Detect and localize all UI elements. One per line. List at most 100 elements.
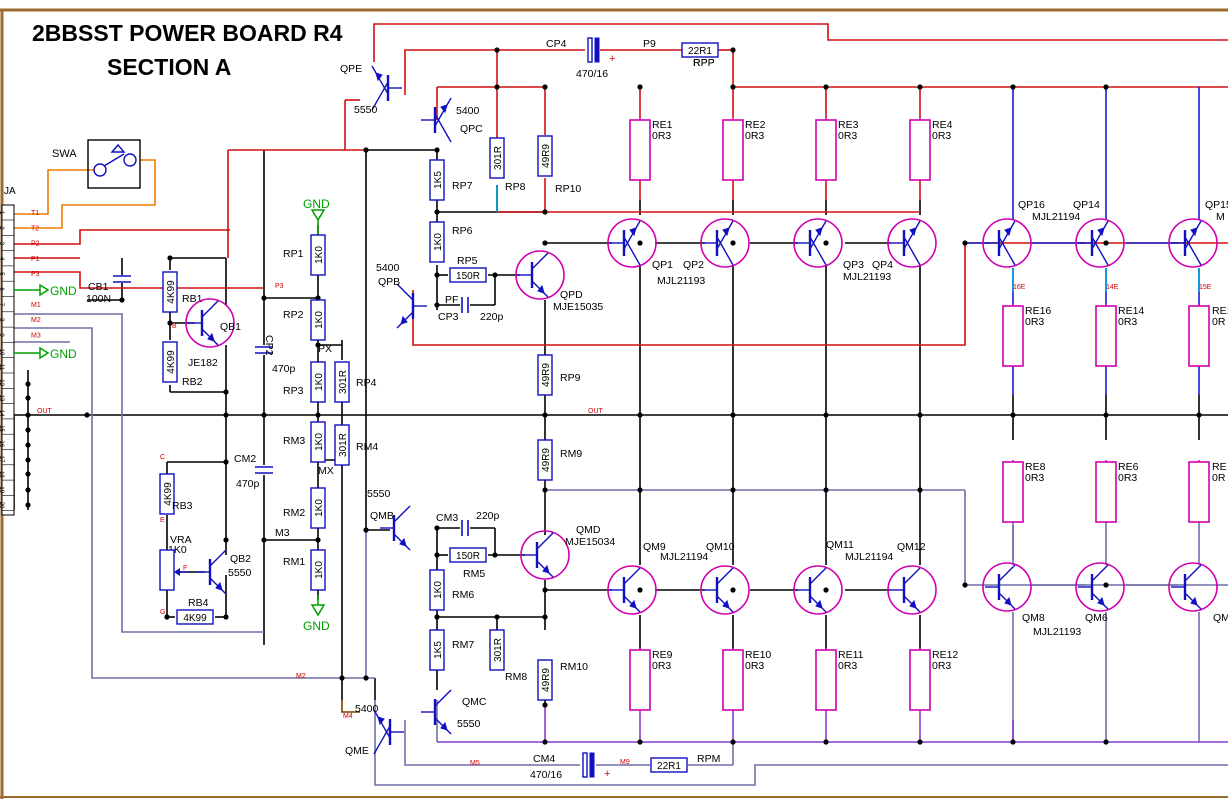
junction-dot bbox=[25, 502, 31, 508]
junction-dot bbox=[223, 614, 229, 620]
junction-dot bbox=[823, 412, 829, 418]
junction-dot bbox=[494, 84, 500, 90]
transistor-qp3 bbox=[793, 218, 843, 268]
label-m9: M9 bbox=[620, 759, 630, 766]
resistor-rm7: 1K5 bbox=[429, 629, 445, 671]
junction-dot bbox=[492, 552, 498, 558]
resistor-rm1: 1K0 bbox=[310, 549, 326, 591]
junction-dot bbox=[434, 209, 440, 215]
label-qpdt: MJE15035 bbox=[553, 301, 603, 313]
label-qm8t: MJL21193 bbox=[1033, 626, 1081, 638]
label-rm4: RM4 bbox=[356, 441, 378, 453]
resistor-rb3: 4K99 bbox=[159, 473, 175, 515]
label-m5: M5 bbox=[470, 760, 480, 767]
label-e16: 16E bbox=[1013, 284, 1026, 291]
emitter-resistor-re10 bbox=[722, 648, 744, 711]
junction-dot bbox=[363, 147, 369, 153]
resistor-rm8: 301R bbox=[489, 629, 505, 671]
connector-pin-net: M3 bbox=[31, 332, 41, 339]
connector-pin-number: 12 bbox=[0, 379, 4, 386]
resistor-rm3: 1K0 bbox=[310, 421, 326, 463]
junction-dot bbox=[1010, 739, 1016, 745]
label-qp16t: MJL21194 bbox=[1032, 211, 1080, 223]
label-re9: RE9 bbox=[652, 649, 673, 661]
resistor-value: 22R1 bbox=[657, 761, 681, 772]
junction-dot bbox=[363, 675, 369, 681]
wires-cyan bbox=[496, 185, 1200, 292]
junction-dot bbox=[494, 614, 500, 620]
resistor-value: 4K99 bbox=[183, 613, 207, 624]
label-qpd: QPD bbox=[560, 289, 583, 301]
label-cm2v: 470p bbox=[236, 478, 260, 490]
transistor-qm8 bbox=[982, 562, 1032, 612]
label-qm10: QM10 bbox=[706, 541, 735, 553]
junction-dot bbox=[25, 412, 31, 418]
junction-dot bbox=[315, 295, 321, 301]
junction-dot bbox=[223, 412, 229, 418]
resistor-value: 1K0 bbox=[314, 311, 325, 329]
resistor-rp2: 1K0 bbox=[310, 299, 326, 341]
junction-dot bbox=[223, 459, 229, 465]
label-cm4v: 470/16 bbox=[530, 769, 562, 781]
junction-dot bbox=[223, 389, 229, 395]
emitter-resistor-value: 0R3 bbox=[652, 660, 671, 672]
connector-pin-number: 5 bbox=[0, 272, 4, 276]
junction-dot bbox=[637, 487, 643, 493]
resistor-value: 301R bbox=[493, 146, 504, 170]
label-qpc: QPC bbox=[460, 123, 483, 135]
label-p9: P9 bbox=[643, 38, 656, 50]
resistor-value: 4K99 bbox=[166, 280, 177, 304]
label-re2: RE2 bbox=[745, 119, 766, 131]
label-pinf: F bbox=[183, 565, 187, 572]
resistor-rp8: 301R bbox=[489, 137, 505, 179]
transistor-qme bbox=[373, 709, 404, 755]
capacitor-cm3 bbox=[461, 520, 469, 536]
connector-pin-net: P1 bbox=[31, 256, 40, 263]
emitter-resistor-value: 0R3 bbox=[1025, 316, 1044, 328]
connector-pin-number: 16 bbox=[0, 441, 4, 448]
transistor-qp16 bbox=[982, 218, 1032, 268]
emitter-resistor-value: 0R3 bbox=[1118, 316, 1137, 328]
junction-dot bbox=[637, 412, 643, 418]
resistor-rb2: 4K99 bbox=[162, 341, 178, 383]
junction-dot bbox=[25, 395, 31, 401]
switch-swa bbox=[87, 139, 141, 189]
resistor-value: 49R9 bbox=[541, 448, 552, 472]
junction-dot bbox=[542, 209, 548, 215]
junction-dot bbox=[1103, 84, 1109, 90]
junction-dot bbox=[542, 487, 548, 493]
junction-dot bbox=[1103, 240, 1109, 246]
resistor-value: 301R bbox=[493, 638, 504, 662]
junction-dot bbox=[1010, 412, 1016, 418]
label-swa: SWA bbox=[52, 148, 77, 160]
label-qm8: QM8 bbox=[1022, 612, 1045, 624]
capacitor-cp3 bbox=[461, 297, 469, 313]
emitter-resistor-value: 0R3 bbox=[1118, 472, 1137, 484]
label-rp7: RP7 bbox=[452, 180, 473, 192]
resistor-value: 150R bbox=[456, 271, 480, 282]
junction-dot bbox=[542, 84, 548, 90]
label-qmct: 5550 bbox=[457, 718, 481, 730]
label-cm3v: 220p bbox=[476, 510, 500, 522]
label-cp3: CP3 bbox=[438, 311, 459, 323]
transistor-qmc bbox=[421, 689, 452, 735]
resistor-rp1: 1K0 bbox=[310, 234, 326, 276]
label-qpe: QPE bbox=[340, 63, 362, 75]
label-rb4: RB4 bbox=[188, 597, 209, 609]
label-cp3v: 220p bbox=[480, 311, 504, 323]
resistor-rm9: 49R9 bbox=[537, 439, 553, 481]
label-qmtype: MJL21194 bbox=[845, 551, 893, 563]
label-m2: M2 bbox=[296, 673, 306, 680]
label-cm4: CM4 bbox=[533, 753, 555, 765]
connector-pin-net: P2 bbox=[31, 241, 40, 248]
junction-dot bbox=[167, 255, 173, 261]
emitter-resistor-re1 bbox=[629, 118, 651, 181]
junction-dot bbox=[542, 614, 548, 620]
polarity-plus: + bbox=[609, 53, 615, 65]
emitter-resistor-value: 0R3 bbox=[838, 660, 857, 672]
label-cm2: CM2 bbox=[234, 453, 256, 465]
gnd-label-bottom: GND bbox=[303, 619, 330, 633]
label-qb2t: 5550 bbox=[228, 567, 252, 579]
resistor-value: 4K99 bbox=[163, 482, 174, 506]
resistor-value: 1K0 bbox=[314, 561, 325, 579]
